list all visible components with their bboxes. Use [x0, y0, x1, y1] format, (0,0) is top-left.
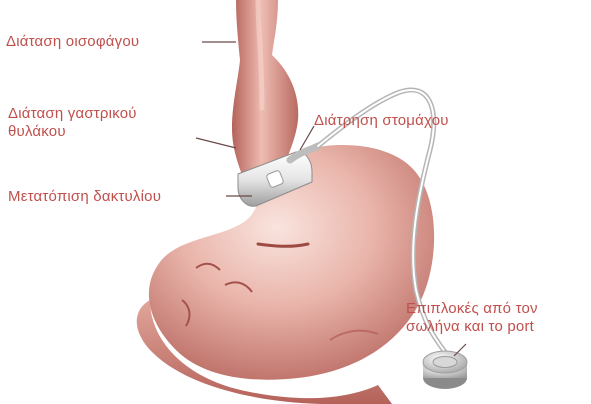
- leader-line-pouch-dilation: [196, 138, 236, 148]
- label-band-slippage: Μετατόπιση δακτυλίου: [8, 188, 161, 206]
- label-stomach-erosion: Διάτρηση στομάχου: [314, 112, 449, 130]
- label-pouch-dilation-line1: Διάταση γαστρικού: [8, 105, 137, 123]
- access-port-icon: [423, 351, 467, 389]
- esophagus-illustration: [232, 0, 298, 180]
- label-pouch-dilation-line2: θυλάκου: [8, 123, 66, 141]
- label-esophageal-dilation: Διάταση οισοφάγου: [6, 33, 139, 51]
- label-port-complications-line2: σωλήνα και το port: [406, 318, 534, 336]
- label-port-complications-line1: Επιπλοκές από τον: [406, 300, 538, 318]
